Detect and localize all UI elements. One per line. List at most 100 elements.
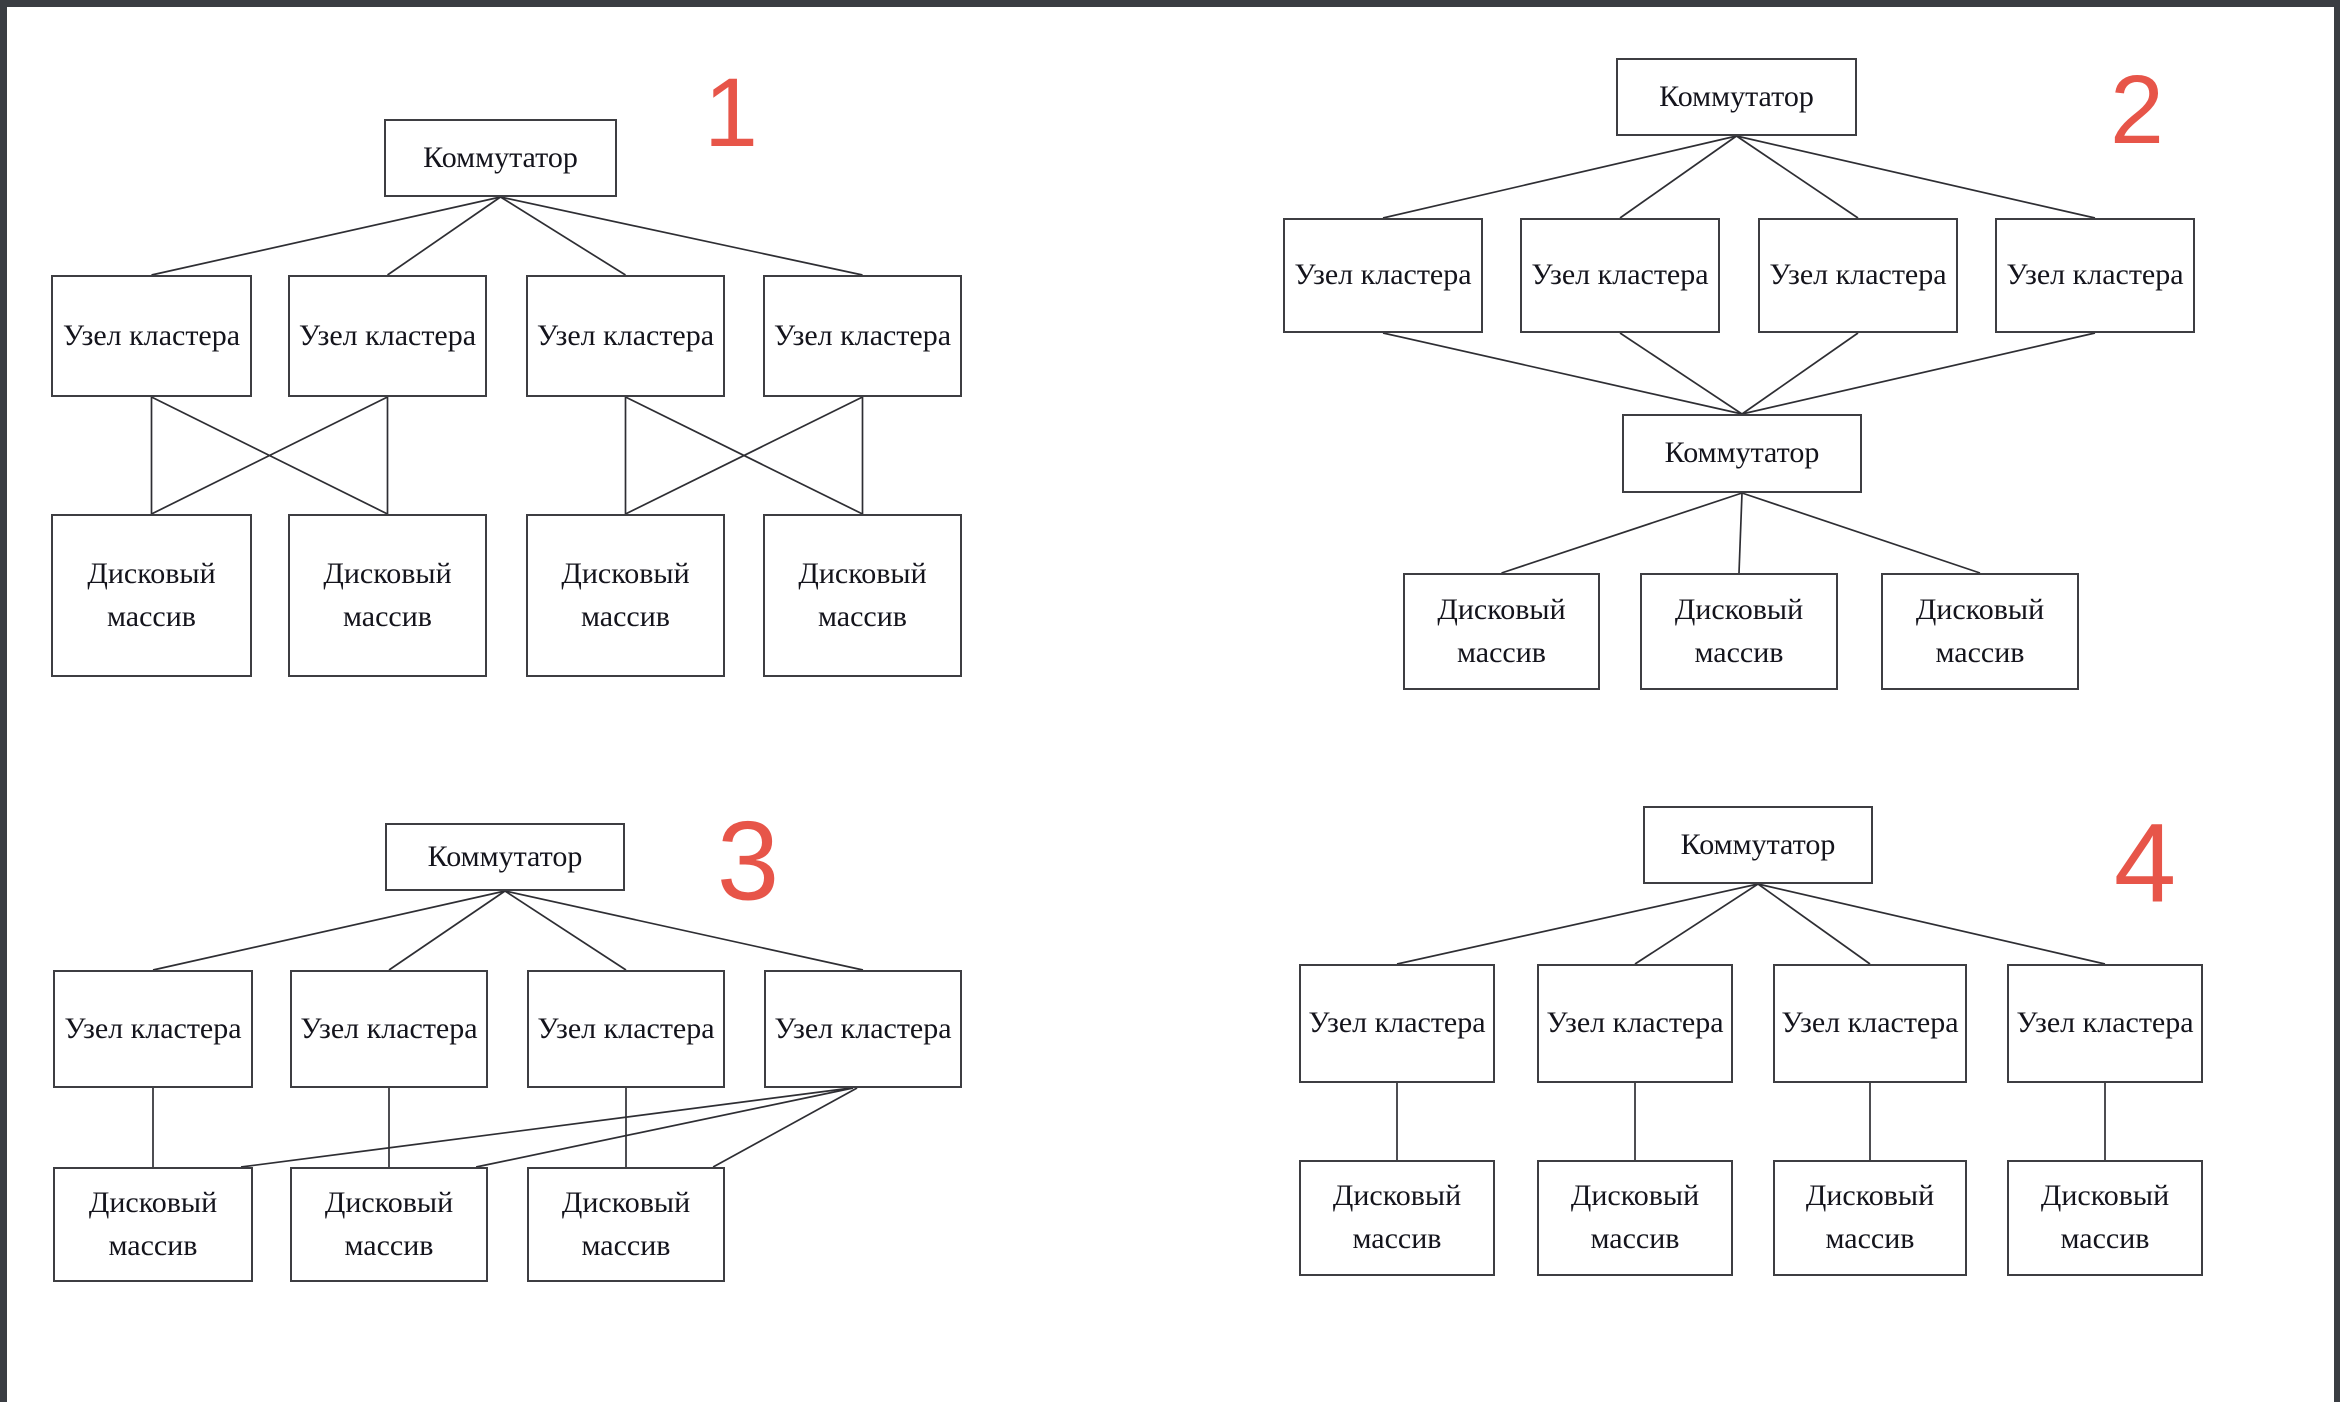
box-switch: Коммутатор: [384, 119, 617, 197]
cluster-node-label: Узел кластера: [298, 318, 477, 352]
connector-line-sw2-a3: [1741, 492, 1981, 574]
disk-array-label: Дисковый массив: [323, 556, 452, 633]
box-disk-array: Дисковый массив: [1403, 573, 1600, 690]
box-cluster-node: Узел кластера: [1299, 964, 1495, 1083]
connector-line-n4-sw2: [1741, 332, 2096, 415]
connector-line-sw-n2: [1634, 883, 1759, 965]
connector-line-sw1-n2: [1619, 135, 1737, 219]
connector-line-sw1-n3: [1736, 135, 1859, 219]
disk-array-label: Дисковый массив: [1915, 592, 2045, 669]
cluster-node-label: Узел кластера: [1308, 1006, 1486, 1040]
diagram-number: 4: [2113, 800, 2177, 926]
box-cluster-node: Узел кластера: [526, 275, 725, 397]
disk-array-label: Дисковый массив: [1805, 1179, 1935, 1255]
connector-line-sw-n1: [152, 890, 506, 971]
box-disk-array: Дисковый массив: [527, 1167, 725, 1282]
disk-array-label: Дисковый массив: [561, 556, 690, 633]
window-frame-left: [0, 0, 7, 1402]
window-frame-top: [0, 0, 2340, 7]
disk-array-label: Дисковый массив: [561, 1185, 691, 1262]
box-cluster-node: Узел кластера: [1773, 964, 1967, 1083]
switch-label: Коммутатор: [1680, 827, 1836, 861]
box-cluster-node: Узел кластера: [53, 970, 253, 1088]
box-disk-array: Дисковый массив: [53, 1167, 253, 1282]
disk-array-label: Дисковый массив: [1674, 592, 1804, 669]
connector-line-sw-n3: [1757, 883, 1871, 965]
box-disk-array: Дисковый массив: [1299, 1160, 1495, 1276]
connector-line-sw-n4: [504, 890, 864, 971]
box-disk-array: Дисковый массив: [763, 514, 962, 677]
cluster-node-label: Узел кластера: [2006, 258, 2184, 292]
switch-label: Коммутатор: [1659, 79, 1814, 113]
connector-line-n4-a2: [475, 1087, 854, 1168]
cluster-node-label: Узел кластера: [64, 1011, 242, 1045]
cluster-node-label: Узел кластера: [1294, 258, 1472, 292]
box-disk-array: Дисковый массив: [1537, 1160, 1733, 1276]
cluster-node-label: Узел кластера: [536, 318, 715, 352]
connector-line-sw-n4: [1757, 883, 2106, 965]
cluster-node-label: Узел кластера: [773, 318, 952, 352]
cluster-node-label: Узел кластера: [774, 1011, 952, 1045]
switch-label: Коммутатор: [1664, 436, 1820, 470]
disk-array-label: Дисковый массив: [798, 556, 927, 633]
connector-line-sw-n1: [151, 196, 501, 276]
cluster-node-label: Узел кластера: [1531, 258, 1709, 292]
box-cluster-node: Узел кластера: [1537, 964, 1733, 1083]
box-disk-array: Дисковый массив: [2007, 1160, 2203, 1276]
box-disk-array: Дисковый массив: [290, 1167, 488, 1282]
diagram-number: 3: [716, 798, 780, 924]
cluster-node-label: Узел кластера: [2016, 1006, 2194, 1040]
connector-line-sw2-a1: [1501, 492, 1743, 574]
connector-line-n4-a1: [240, 1087, 852, 1168]
diagram-number: 2: [2110, 55, 2164, 164]
disk-array-label: Дисковый массив: [1437, 592, 1566, 669]
connector-line-sw-n3: [500, 196, 626, 276]
disk-array-label: Дисковый массив: [87, 556, 216, 633]
box-cluster-node: Узел кластера: [527, 970, 725, 1088]
box-cluster-node: Узел кластера: [1283, 218, 1483, 333]
disk-array-label: Дисковый массив: [88, 1185, 218, 1262]
connector-line-sw-n2: [388, 890, 506, 971]
switch-label: Коммутатор: [427, 839, 583, 873]
box-cluster-node: Узел кластера: [51, 275, 252, 397]
box-disk-array: Дисковый массив: [288, 514, 487, 677]
box-cluster-node: Узел кластера: [2007, 964, 2203, 1083]
box-disk-array: Дисковый массив: [1640, 573, 1838, 690]
connector-line-n4-a3: [712, 1087, 858, 1168]
box-disk-array: Дисковый массив: [1773, 1160, 1967, 1276]
box-disk-array: Дисковый массив: [1881, 573, 2079, 690]
connector-line-n1-sw2: [1382, 332, 1743, 415]
disk-array-label: Дисковый массив: [324, 1185, 454, 1262]
connector-line-sw2-a2: [1738, 492, 1743, 574]
connector-line-n2-a1: [151, 396, 388, 515]
cluster-node-label: Узел кластера: [1769, 258, 1947, 292]
box-cluster-node: Узел кластера: [764, 970, 962, 1088]
box-disk-array: Дисковый массив: [51, 514, 252, 677]
box-switch: Коммутатор: [1616, 58, 1857, 136]
box-cluster-node: Узел кластера: [288, 275, 487, 397]
connector-line-n3-sw2: [1741, 332, 1859, 415]
disk-array-label: Дисковый массив: [2040, 1179, 2170, 1255]
box-cluster-node: Узел кластера: [290, 970, 488, 1088]
cluster-node-label: Узел кластера: [1546, 1006, 1724, 1040]
box-switch: Коммутатор: [1622, 414, 1862, 493]
connector-line-sw-n3: [504, 890, 627, 971]
box-cluster-node: Узел кластера: [1995, 218, 2195, 333]
connector-line-sw1-n1: [1382, 135, 1737, 219]
box-cluster-node: Узел кластера: [1758, 218, 1958, 333]
cluster-node-label: Узел кластера: [537, 1011, 715, 1045]
cluster-node-label: Узел кластера: [300, 1011, 478, 1045]
box-cluster-node: Узел кластера: [1520, 218, 1720, 333]
box-disk-array: Дисковый массив: [526, 514, 725, 677]
switch-label: Коммутатор: [423, 140, 578, 174]
box-switch: Коммутатор: [1643, 806, 1873, 884]
connector-line-sw-n1: [1396, 883, 1759, 965]
cluster-node-label: Узел кластера: [1781, 1006, 1959, 1040]
window-frame-right: [2334, 0, 2340, 1402]
connector-line-sw-n4: [500, 196, 863, 276]
connector-line-sw1-n4: [1736, 135, 2096, 219]
box-cluster-node: Узел кластера: [763, 275, 962, 397]
connector-line-n2-sw2: [1619, 332, 1743, 415]
